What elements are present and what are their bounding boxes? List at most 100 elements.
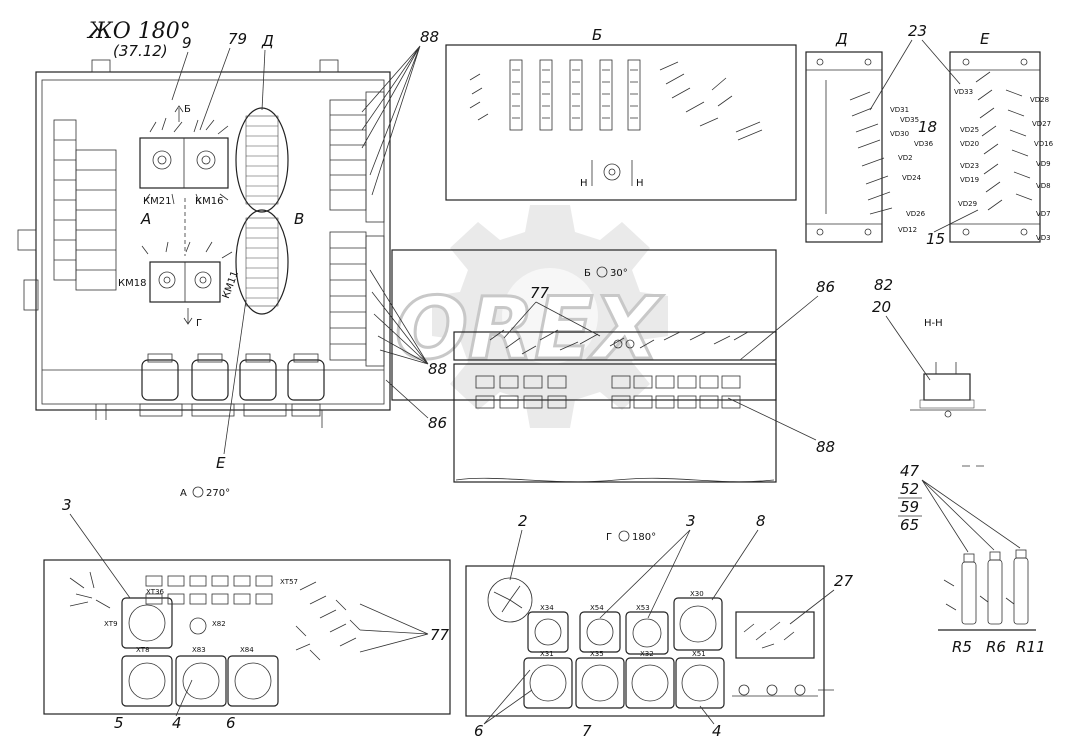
vd33-label: VD33 xyxy=(954,88,973,96)
main-cabinet xyxy=(17,59,391,428)
callout-88-mid: 88 xyxy=(428,360,447,378)
vd3-label: VD3 xyxy=(1036,234,1051,242)
watermark-text: OREX xyxy=(395,279,663,379)
callout-5: 5 xyxy=(114,714,124,732)
x32-label: Х32 xyxy=(640,650,654,658)
xt8-label: ХТ8 xyxy=(136,646,150,654)
resistor-group xyxy=(938,465,1036,631)
callout-3-right: 3 xyxy=(686,512,696,530)
vd28-label: VD28 xyxy=(1030,96,1049,104)
callout-2: 2 xyxy=(518,512,528,530)
vd9-label: VD9 xyxy=(1036,160,1051,168)
contactor-bottom-pair xyxy=(141,241,233,303)
x51-label: Х51 xyxy=(692,650,706,658)
callout-8: 8 xyxy=(756,512,766,530)
vd35-label: VD35 xyxy=(900,116,919,124)
callout-20: 20 xyxy=(872,298,891,316)
vd29-label: VD29 xyxy=(958,200,977,208)
vd7-label: VD7 xyxy=(1036,210,1051,218)
callout-88-right: 88 xyxy=(816,438,835,456)
arrow-g-label: Г xyxy=(196,318,202,329)
callout-7: 7 xyxy=(582,722,592,740)
label-v-left: В xyxy=(294,210,304,228)
callout-77-right: 77 xyxy=(430,626,450,644)
vd8-label: VD8 xyxy=(1036,182,1051,190)
view-e-title: Е xyxy=(980,30,990,48)
marker-g-180-angle: 180° xyxy=(632,532,656,543)
callout-52: 52 xyxy=(900,480,919,498)
x31-label: Х31 xyxy=(540,650,554,658)
center-panel xyxy=(391,249,777,483)
view-b-panel xyxy=(445,44,797,201)
x53-label: Х53 xyxy=(636,604,650,612)
callout-6-left: 6 xyxy=(226,714,236,732)
marker-a-270-angle: 270° xyxy=(206,488,230,499)
capacitor-row xyxy=(141,353,325,401)
vd24-label: VD24 xyxy=(902,174,922,182)
callout-4-right: 4 xyxy=(712,722,722,740)
r6-label: R6 xyxy=(986,638,1006,656)
label-a-left: А xyxy=(140,210,151,228)
contactor-top-pair xyxy=(139,117,229,205)
marker-a-270: А xyxy=(180,488,187,499)
km11-label: КМ11 xyxy=(221,270,241,300)
callout-6-right: 6 xyxy=(474,722,484,740)
km16-label: КМ16 xyxy=(195,196,223,207)
view-d-panel xyxy=(805,51,893,243)
right-terminal-rows xyxy=(329,91,385,367)
resistor-block-bottom xyxy=(235,209,289,315)
callout-59: 59 xyxy=(900,498,919,516)
view-b-title: Б xyxy=(592,26,602,44)
vd30-label: VD30 xyxy=(890,130,909,138)
section-hh xyxy=(910,362,986,418)
vd2-label: VD2 xyxy=(898,154,913,162)
drawing-subtitle: (37.12) xyxy=(113,42,168,60)
callout-82: 82 xyxy=(874,276,893,294)
vd12-label: VD12 xyxy=(898,226,917,234)
callout-18: 18 xyxy=(918,118,937,136)
callout-79: 79 xyxy=(228,30,247,48)
x84-label: Х84 xyxy=(240,646,254,654)
x83-label: Х83 xyxy=(192,646,206,654)
watermark-gear: OREX xyxy=(394,205,668,428)
section-hh-title: Н-Н xyxy=(924,318,943,329)
drawing-title: ЖО 180° xyxy=(86,19,191,44)
vd19-label: VD19 xyxy=(960,176,979,184)
resistor-block-top xyxy=(235,107,289,213)
x34-label: Х34 xyxy=(540,604,554,612)
callout-88-top: 88 xyxy=(420,28,439,46)
marker-b-30: Б xyxy=(584,268,591,279)
bottom-connectors xyxy=(95,403,323,428)
vd27-label: VD27 xyxy=(1032,120,1051,128)
bottom-left-panel xyxy=(43,559,451,715)
arrow-b-label: Б xyxy=(184,104,191,115)
view-e-panel xyxy=(949,51,1041,243)
x54-label: Х54 xyxy=(590,604,604,612)
km18-label: КМ18 xyxy=(118,278,146,289)
x30-label: Х30 xyxy=(690,590,704,598)
xt9-label: ХТ9 xyxy=(104,620,118,628)
vd36-label: VD36 xyxy=(914,140,934,148)
xt57-label: ХТ57 xyxy=(280,578,298,586)
vd16-label: VD16 xyxy=(1034,140,1054,148)
label-d-left: Д xyxy=(261,32,274,50)
callout-23: 23 xyxy=(908,22,927,40)
callout-47: 47 xyxy=(900,462,920,480)
x82-label: Х82 xyxy=(212,620,226,628)
view-b-h2: Н xyxy=(636,178,644,189)
label-e-left: Е xyxy=(216,454,226,472)
x35-label: Х35 xyxy=(590,650,604,658)
callout-3-left: 3 xyxy=(62,496,72,514)
r5-label: R5 xyxy=(952,638,972,656)
vd31-label: VD31 xyxy=(890,106,909,114)
callout-27: 27 xyxy=(834,572,854,590)
view-b-h1: Н xyxy=(580,178,588,189)
left-terminal-stack xyxy=(17,119,117,311)
callout-86-left: 86 xyxy=(428,414,447,432)
diode-labels: VD31 VD35 VD30 VD36 VD2 VD24 VD26 VD12 V… xyxy=(890,88,1054,242)
marker-b-30-angle: 30° xyxy=(610,268,628,279)
bottom-right-panel xyxy=(465,565,834,717)
callout-77-mid: 77 xyxy=(530,284,550,302)
vd25-label: VD25 xyxy=(960,126,979,134)
